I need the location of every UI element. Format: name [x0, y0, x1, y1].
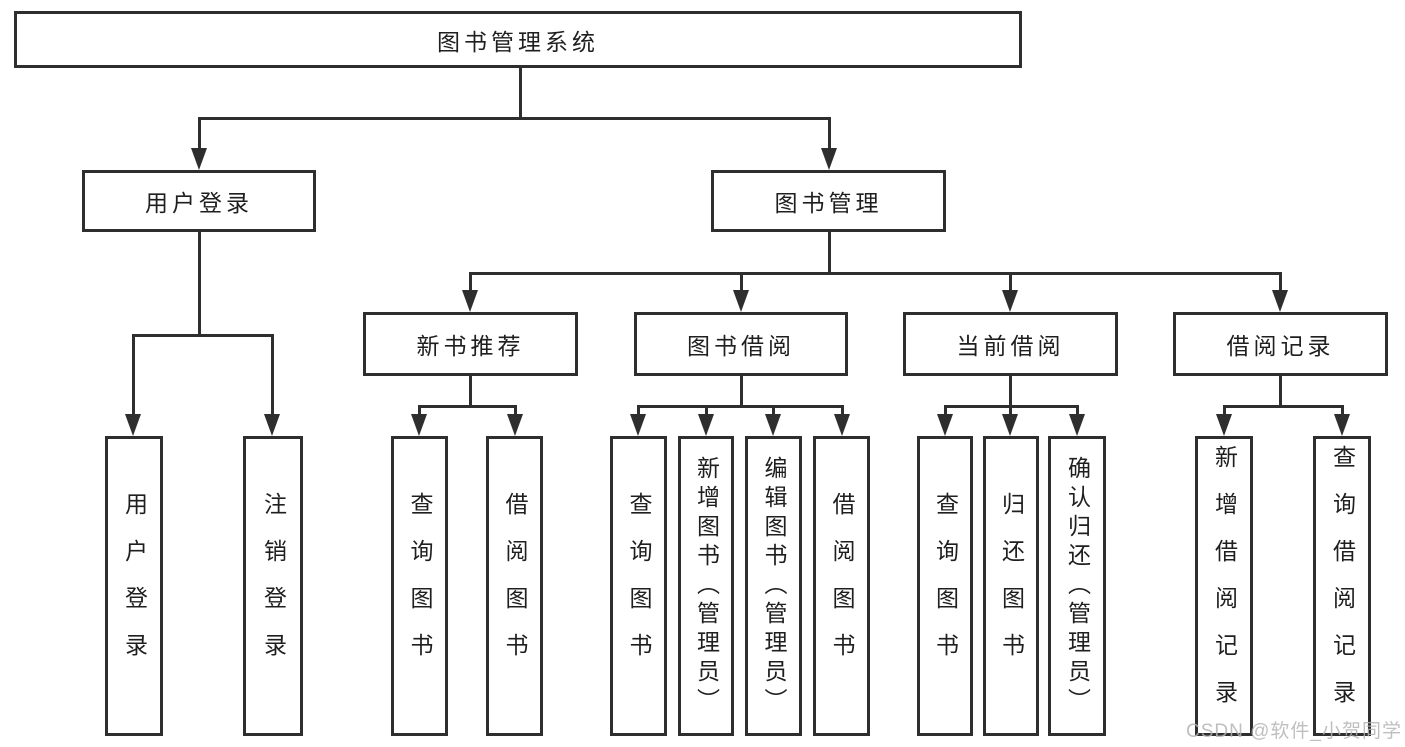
connector-line — [637, 405, 844, 408]
connector-line — [1279, 272, 1282, 294]
arrowhead-down-icon — [191, 148, 207, 170]
arrowhead-down-icon — [765, 414, 781, 436]
node-library-management-system: 图书管理系统 — [14, 11, 1022, 68]
connector-line — [198, 117, 201, 151]
connector-line — [828, 117, 831, 151]
arrowhead-down-icon — [507, 414, 523, 436]
leaf-return-books: 归还图书 — [983, 436, 1039, 736]
arrowhead-down-icon — [264, 414, 280, 436]
leaf-query-borrow-record: 查询借阅记录 — [1313, 436, 1371, 736]
node-label: 图书借阅 — [687, 333, 795, 359]
arrowhead-down-icon — [698, 414, 714, 436]
node-label: 借阅记录 — [1226, 333, 1335, 359]
leaf-label: 确认归还（管理员） — [1064, 455, 1091, 717]
arrowhead-down-icon — [1002, 290, 1018, 312]
arrowhead-down-icon — [1069, 414, 1085, 436]
leaf-label: 归还图书 — [998, 492, 1025, 680]
connector-line — [740, 272, 743, 294]
arrowhead-down-icon — [1272, 290, 1288, 312]
leaf-query-books-current: 查询图书 — [917, 436, 973, 736]
arrowhead-down-icon — [937, 414, 953, 436]
leaf-add-books-admin: 新增图书（管理员） — [678, 436, 734, 736]
watermark-text: CSDN @软件_小贺同学 — [1186, 721, 1402, 742]
connector-line — [1009, 405, 1012, 417]
connector-line — [132, 334, 274, 337]
connector-line — [944, 405, 947, 417]
leaf-label: 查询图书 — [407, 492, 433, 680]
leaf-label: 编辑图书（管理员） — [761, 455, 787, 717]
connector-line — [1341, 405, 1344, 417]
connector-line — [1009, 374, 1012, 408]
leaf-logout: 注销登录 — [243, 436, 303, 736]
arrowhead-down-icon — [462, 290, 478, 312]
connector-line — [828, 230, 831, 275]
connector-line — [132, 334, 135, 418]
connector-line — [772, 405, 775, 417]
leaf-label: 注销登录 — [260, 492, 287, 680]
leaf-confirm-return-admin: 确认归还（管理员） — [1048, 436, 1106, 736]
leaf-query-books-recommend: 查询图书 — [391, 436, 448, 736]
connector-line — [418, 405, 517, 408]
node-book-management: 图书管理 — [711, 170, 946, 232]
connector-line — [637, 405, 640, 417]
connector-line — [418, 405, 421, 417]
connector-line — [198, 230, 201, 337]
node-borrowing-records: 借阅记录 — [1173, 312, 1388, 376]
connector-line — [198, 117, 831, 120]
leaf-label: 查询借阅记录 — [1329, 445, 1356, 727]
arrowhead-down-icon — [1334, 414, 1350, 436]
connector-line — [740, 374, 743, 408]
leaf-add-borrow-record: 新增借阅记录 — [1195, 436, 1253, 736]
arrowhead-down-icon — [411, 414, 427, 436]
connector-line — [841, 405, 844, 417]
arrowhead-down-icon — [630, 414, 646, 436]
connector-line — [519, 66, 522, 120]
connector-line — [469, 374, 472, 408]
node-label: 图书管理 — [774, 190, 883, 216]
connector-line — [1279, 374, 1282, 408]
arrowhead-down-icon — [821, 148, 837, 170]
arrowhead-down-icon — [1002, 414, 1018, 436]
connector-line — [1223, 405, 1344, 408]
connector-line — [705, 405, 708, 417]
connector-line — [469, 272, 1282, 275]
leaf-label: 新增图书（管理员） — [693, 455, 720, 717]
leaf-query-books-borrowing: 查询图书 — [610, 436, 667, 736]
leaf-borrow-books-borrowing: 借阅图书 — [813, 436, 870, 736]
connector-line — [1076, 405, 1079, 417]
node-label: 图书管理系统 — [437, 28, 599, 55]
leaf-borrow-books-recommend: 借阅图书 — [486, 436, 543, 736]
leaf-user-login: 用户登录 — [105, 436, 163, 736]
node-label: 当前借阅 — [956, 333, 1065, 359]
arrowhead-down-icon — [1216, 414, 1232, 436]
connector-line — [271, 334, 274, 418]
connector-line — [1009, 272, 1012, 294]
arrowhead-down-icon — [733, 290, 749, 312]
leaf-label: 新增借阅记录 — [1211, 445, 1238, 727]
arrowhead-down-icon — [834, 414, 850, 436]
connector-line — [469, 272, 472, 294]
leaf-label: 用户登录 — [121, 492, 148, 680]
node-label: 用户登录 — [145, 190, 253, 216]
leaf-label: 查询图书 — [626, 492, 652, 680]
node-new-book-recommendation: 新书推荐 — [363, 312, 578, 376]
arrowhead-down-icon — [125, 414, 141, 436]
node-user-login: 用户登录 — [82, 170, 316, 232]
leaf-label: 查询图书 — [932, 492, 959, 680]
node-current-borrowing: 当前借阅 — [903, 312, 1118, 376]
leaf-edit-books-admin: 编辑图书（管理员） — [745, 436, 802, 736]
leaf-label: 借阅图书 — [502, 492, 528, 680]
node-label: 新书推荐 — [416, 333, 525, 359]
connector-line — [514, 405, 517, 417]
node-book-borrowing: 图书借阅 — [634, 312, 848, 376]
connector-line — [1223, 405, 1226, 417]
leaf-label: 借阅图书 — [829, 492, 855, 680]
